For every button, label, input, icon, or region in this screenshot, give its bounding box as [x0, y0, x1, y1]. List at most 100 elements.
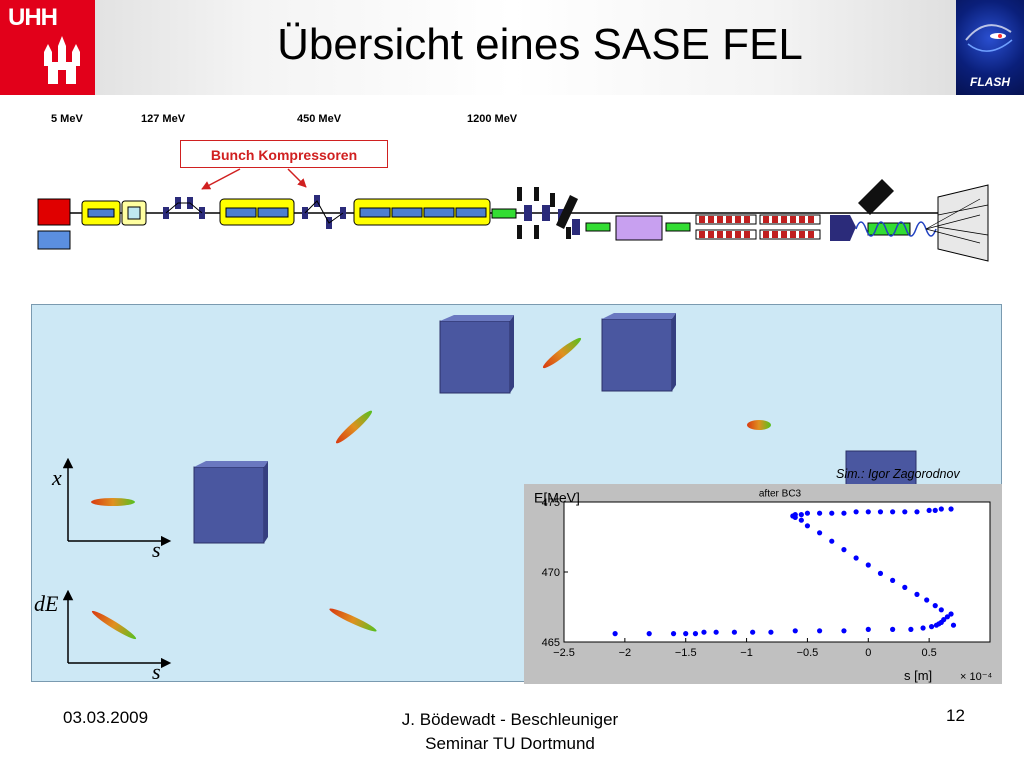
electron-bunch: [329, 608, 377, 632]
data-point: [890, 509, 896, 515]
experiment-hall: [937, 184, 989, 262]
x-tick-label: 0.5: [921, 647, 936, 659]
slide-title: Übersicht eines SASE FEL: [277, 20, 803, 69]
data-point: [932, 603, 938, 609]
footer-page-number: 12: [946, 706, 965, 725]
data-point: [853, 509, 859, 515]
data-point: [798, 512, 804, 518]
y-tick-label: 475: [542, 497, 560, 509]
energy-label-1200mev: 1200 MeV: [467, 113, 518, 125]
s-axis-label: s: [152, 537, 161, 562]
data-point: [950, 622, 957, 628]
plot-area: [563, 501, 991, 643]
flash-swirl-icon: [965, 24, 1013, 52]
data-point: [920, 625, 926, 631]
phase-space-chart: E[MeV] after BC3 s [m] × 10⁻⁴ −2.5 −2 −1.5…: [534, 488, 993, 683]
rf-gun: [37, 198, 71, 226]
laser-box: [37, 230, 71, 250]
energy-label-450mev: 450 MeV: [297, 113, 342, 125]
data-point: [798, 517, 804, 523]
hamburg-castle-icon: [44, 36, 80, 84]
y-tick-label: 470: [542, 567, 560, 579]
data-point: [865, 626, 871, 632]
x-axis-label: x: [51, 465, 62, 490]
chicane-magnet-cube: [439, 315, 514, 394]
x-tick-label: −1.5: [675, 647, 697, 659]
data-point: [877, 509, 884, 515]
x-tick-label: −2: [619, 647, 632, 659]
y-tick-label: 465: [542, 637, 560, 649]
data-point: [841, 628, 847, 634]
data-point: [938, 506, 944, 512]
data-point: [731, 629, 737, 635]
simulation-scene: x s dE s: [34, 313, 917, 682]
beamline-schematic: [37, 168, 989, 262]
data-point: [914, 591, 920, 597]
electron-bunch: [335, 410, 373, 444]
data-point: [926, 507, 932, 513]
footer-author-line1: J. Bödewadt - Beschleuniger: [401, 710, 619, 729]
footer-author: J. Bödewadt - Beschleuniger Seminar TU D…: [340, 708, 680, 756]
slide-header: UHH Übersicht eines SASE FEL FLASH: [0, 0, 1024, 95]
data-point: [924, 597, 930, 603]
data-point: [750, 629, 756, 635]
chart-ylabel: E[MeV]: [534, 489, 580, 505]
flash-logo-text: FLASH: [970, 75, 1010, 89]
compressor-arrow-2: [287, 168, 307, 188]
data-point: [804, 523, 811, 529]
data-point: [792, 628, 798, 634]
dump-dipole: [830, 215, 856, 241]
footer-author-line2: Seminar TU Dortmund: [425, 734, 595, 753]
data-point: [948, 611, 954, 617]
diagnostics-section: [615, 215, 663, 241]
data-point: [890, 577, 896, 583]
data-point: [829, 510, 835, 516]
data-point: [817, 628, 823, 634]
data-point: [817, 510, 823, 516]
data-point: [829, 538, 835, 544]
footer-date: 03.03.2009: [63, 708, 149, 727]
data-point: [865, 562, 871, 568]
data-point: [817, 530, 823, 536]
uhh-logo: UHH: [0, 0, 95, 95]
flash-logo: FLASH: [956, 0, 1024, 95]
x-tick-label: 0: [865, 647, 871, 659]
data-point: [853, 555, 859, 561]
data-point: [877, 570, 884, 576]
chart-x-multiplier: × 10⁻⁴: [960, 671, 993, 683]
collimator: [491, 208, 517, 219]
chicane-magnet-cube: [601, 313, 676, 392]
electron-bunch: [747, 420, 771, 430]
data-point: [701, 629, 707, 635]
data-point: [938, 607, 944, 613]
data-point: [768, 629, 774, 635]
electron-bunch: [91, 610, 137, 640]
data-point: [612, 631, 618, 637]
energy-label-5mev: 5 MeV: [51, 113, 83, 125]
x-tick-label: −0.5: [797, 647, 819, 659]
compressor-arrow-1: [201, 168, 241, 190]
collimator-jaws: [517, 187, 571, 239]
data-point: [890, 626, 896, 632]
data-point: [865, 509, 871, 515]
fel-wave: [855, 221, 937, 237]
data-point: [908, 626, 914, 632]
x-tick-label: −2.5: [553, 647, 575, 659]
beam-dump: [858, 179, 894, 215]
bunch-compressor-label: Bunch Kompressoren: [180, 140, 388, 168]
phase-space-plot: E[MeV] after BC3 s [m] × 10⁻⁴ −2.5 −2 −1.5…: [524, 484, 1002, 684]
chart-title: after BC3: [759, 488, 802, 499]
s-axis-label: s: [152, 659, 161, 682]
data-point: [902, 584, 908, 590]
electron-bunch: [91, 498, 135, 506]
data-point: [928, 624, 935, 630]
acc-module-2-3: [219, 198, 295, 226]
energy-label-127mev: 127 MeV: [141, 113, 186, 125]
data-point: [944, 614, 950, 620]
electron-bunch: [542, 337, 582, 369]
data-point: [646, 631, 652, 637]
data-point: [713, 629, 719, 635]
data-point: [670, 631, 677, 637]
data-point: [914, 509, 920, 515]
chart-xlabel: s [m]: [904, 668, 932, 683]
